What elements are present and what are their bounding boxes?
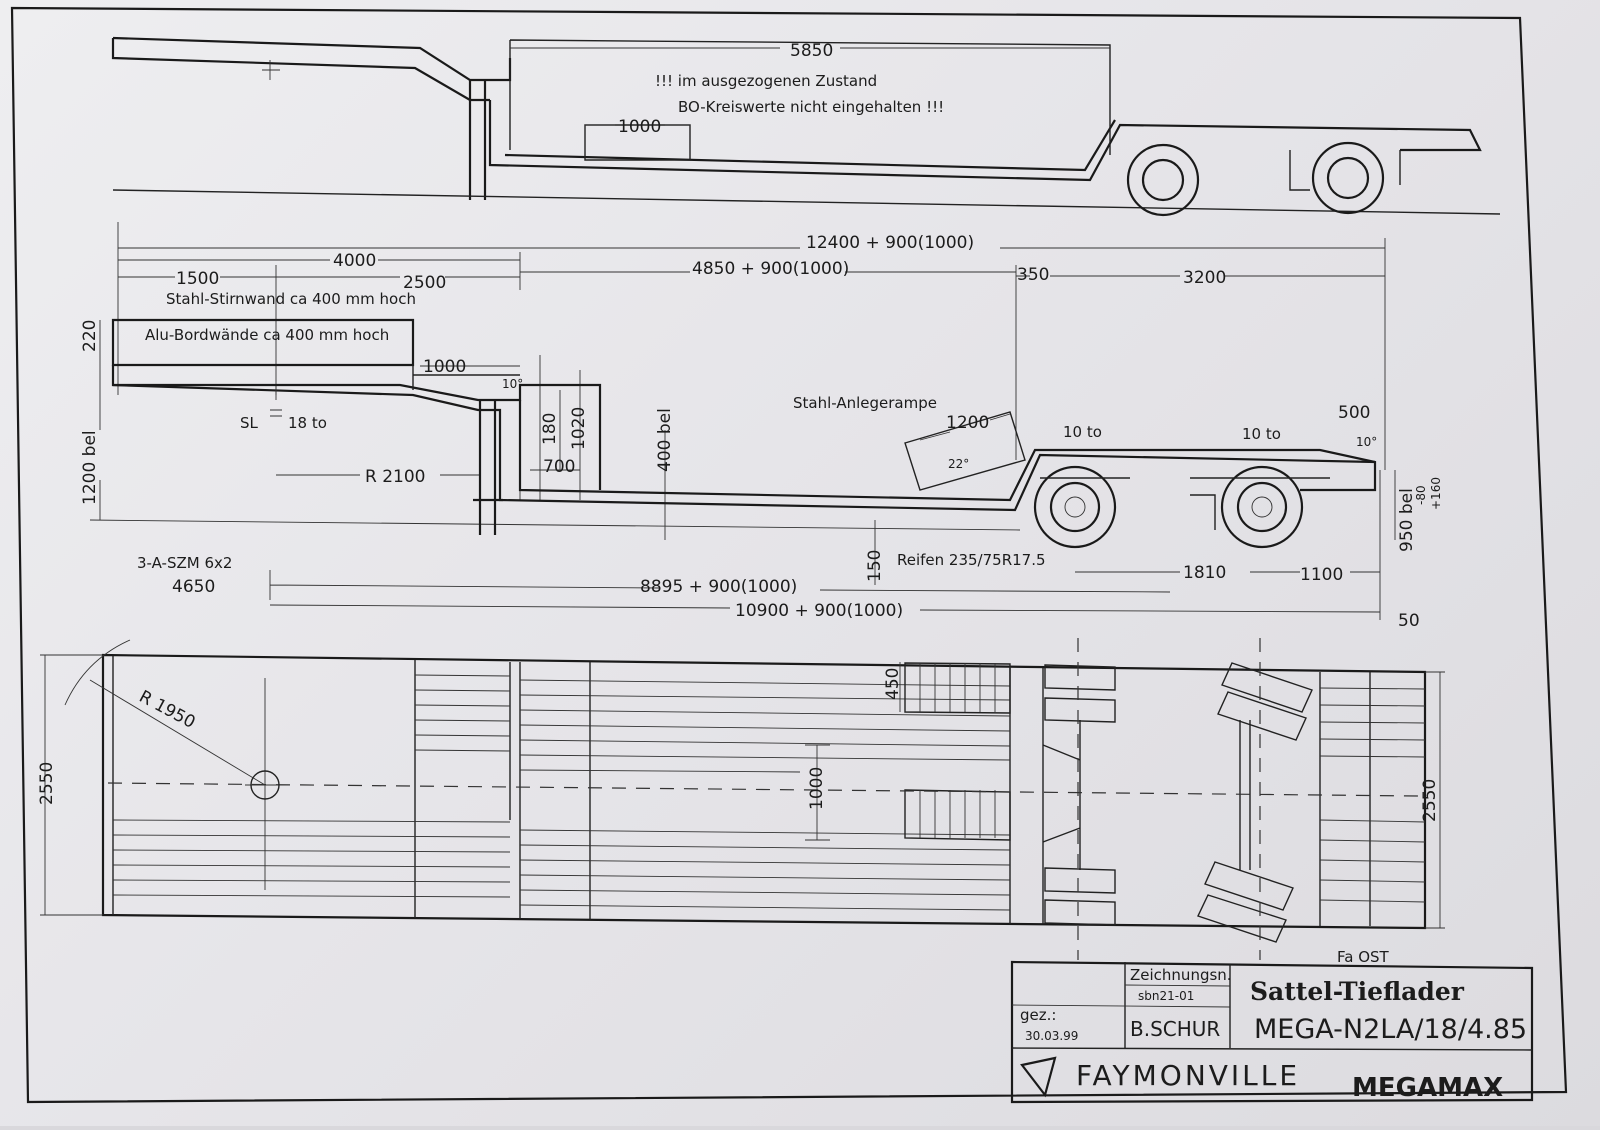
axle-load-1: 10 to	[1063, 423, 1102, 441]
dim-10900: 10900 + 900(1000)	[735, 601, 903, 621]
tyres-label: Reifen 235/75R17.5	[897, 551, 1046, 569]
dim-950-bel: 950 bel	[1397, 488, 1417, 552]
axle-load-2: 10 to	[1242, 425, 1281, 443]
dim-ramp-1200: 1200	[946, 413, 989, 433]
dim-gooseneck-1000: 1000	[423, 357, 466, 377]
top-view: R 1950 2550 2550 450 1000	[37, 638, 1445, 960]
dim-50: 50	[1398, 611, 1420, 631]
note-extended-2: BO-Kreiswerte nicht eingehalten !!!	[678, 98, 944, 116]
title-block: Fa OST Zeichnungsn. sbn21-01 gez.: 30.03…	[1010, 948, 1534, 1104]
drawn-label: gez.:	[1020, 1006, 1056, 1024]
dim-r2100: R 2100	[365, 467, 425, 487]
drawn-date: 30.03.99	[1025, 1029, 1078, 1043]
sl-label: SL	[240, 414, 259, 432]
front-wall-note: Stahl-Stirnwand ca 400 mm hoch	[166, 290, 416, 308]
dim-overall-length: 12400 + 900(1000)	[806, 233, 974, 253]
stamp-fa-ost: Fa OST	[1337, 948, 1390, 966]
model-designation: MEGA-N2LA/18/4.85	[1254, 1014, 1527, 1045]
dim-500: 500	[1338, 403, 1370, 423]
dim-1100: 1100	[1300, 565, 1343, 585]
dim-4000: 4000	[333, 251, 376, 271]
drawing-number-label: Zeichnungsn.	[1130, 966, 1232, 984]
tol-plus-160: +160	[1429, 477, 1443, 510]
dim-deck-length: 4850 + 900(1000)	[692, 259, 849, 279]
ramp-angle: 22°	[948, 457, 969, 471]
drawing-number: sbn21-01	[1138, 989, 1194, 1003]
dim-top-1000: 1000	[807, 767, 827, 810]
dim-1200-bel: 1200 bel	[80, 430, 100, 505]
dim-5850: 5850	[790, 41, 833, 61]
dim-450: 450	[883, 668, 903, 700]
faymonville-logo-icon	[1020, 1056, 1057, 1098]
side-view-extended: 5850 1000 !!! im ausgezogenen Zustand BO…	[111, 36, 1501, 217]
tractor-label: 3-A-SZM 6x2	[137, 554, 232, 572]
rear-angle: 10°	[1356, 435, 1377, 449]
dim-1500: 1500	[176, 269, 219, 289]
dim-ramp-1000: 1000	[618, 117, 661, 137]
dim-width-left: 2550	[37, 762, 57, 805]
side-wall-note: Alu-Bordwände ca 400 mm hoch	[145, 326, 389, 344]
dim-3200: 3200	[1183, 268, 1226, 288]
dim-8895: 8895 + 900(1000)	[640, 577, 797, 597]
dim-4650: 4650	[172, 577, 215, 597]
dim-400-bel: 400 bel	[655, 408, 675, 472]
dim-width-right: 2550	[1420, 779, 1440, 822]
ramp-label: Stahl-Anlegerampe	[793, 394, 937, 412]
dim-1020: 1020	[569, 407, 589, 450]
dim-220: 220	[80, 320, 100, 352]
dim-350: 350	[1017, 265, 1049, 285]
angle-10: 10°	[502, 377, 523, 391]
dim-180: 180	[540, 413, 560, 445]
dim-150: 150	[865, 550, 885, 582]
side-view-dimensioned: Stahl-Stirnwand ca 400 mm hoch Alu-Bordw…	[80, 222, 1443, 631]
drawn-by: B.SCHUR	[1130, 1017, 1220, 1041]
brand-name: FAYMONVILLE	[1076, 1059, 1300, 1092]
sl-load: 18 to	[288, 414, 327, 432]
tol-minus-80: -80	[1414, 485, 1428, 505]
dim-1810: 1810	[1183, 563, 1226, 583]
note-extended-1: !!! im ausgezogenen Zustand	[655, 72, 877, 90]
product-name: MEGAMAX	[1352, 1073, 1503, 1103]
dim-2500: 2500	[403, 273, 446, 293]
dim-700: 700	[543, 457, 575, 477]
drawing-border	[10, 6, 1568, 1104]
drawing-title: Sattel-Tieflader	[1250, 977, 1465, 1006]
